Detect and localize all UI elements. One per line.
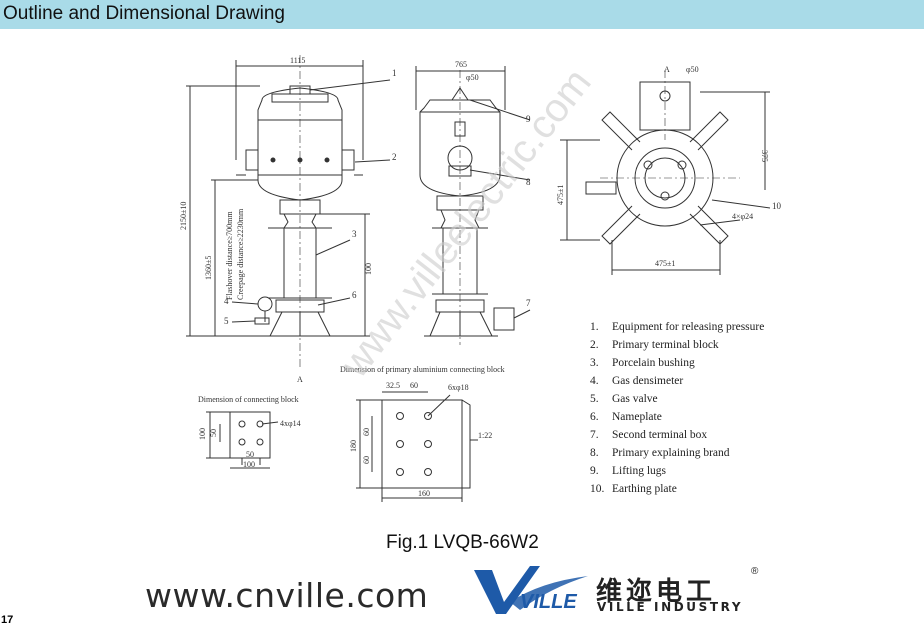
cb-dim-height: 100	[198, 428, 207, 440]
front-dim-bushing: 100	[364, 263, 373, 275]
pb-dim-height: 180	[349, 440, 358, 452]
registered-mark: ®	[751, 566, 759, 577]
callout-9: 9	[526, 114, 531, 124]
front-dim-width: 1115	[290, 56, 305, 65]
legend-item: 10.Earthing plate	[590, 483, 677, 495]
legend-item: 3.Porcelain bushing	[590, 357, 695, 369]
page-title: Outline and Dimensional Drawing	[3, 3, 285, 24]
pb-dim-pitch: 60	[410, 381, 418, 390]
brand-chinese: 维迩电工	[596, 577, 717, 607]
connecting-block-drawing	[206, 411, 279, 469]
front-view	[186, 55, 391, 370]
title-bar: Outline and Dimensional Drawing	[0, 0, 924, 29]
legend-item: 8.Primary explaining brand	[590, 447, 730, 459]
section-a-label: A	[297, 375, 303, 384]
creepage-note: Creepage distance≥2230mm	[236, 208, 245, 300]
legend-item: 5.Gas valve	[590, 393, 658, 405]
cb-dim-pitch-h: 50	[246, 450, 254, 459]
pb-dim-width: 160	[418, 489, 430, 498]
logo-text: VILLE	[520, 591, 577, 613]
top-view	[560, 70, 771, 275]
top-dim-vertical: 475±1	[556, 185, 565, 205]
callout-10: 10	[772, 201, 782, 211]
legend-item: 4.Gas densimeter	[590, 375, 684, 387]
callout-8: 8	[526, 177, 531, 187]
connecting-block-title: Dimension of connecting block	[198, 395, 299, 404]
callout-7: 7	[526, 298, 531, 308]
watermark: www.villeelectric.com	[332, 61, 600, 387]
cb-dim-holes: 4xφ14	[280, 419, 301, 428]
side-dim-lug: φ50	[466, 73, 479, 82]
callout-2: 2	[392, 152, 397, 162]
primary-block-title: Dimension of primary aluminium connectin…	[340, 365, 505, 374]
parts-legend: 1.Equipment for releasing pressure 2.Pri…	[590, 318, 764, 498]
top-dim-horizontal: 475±1	[655, 259, 675, 268]
pb-dim-v2: 60	[362, 456, 371, 464]
top-label-a: A	[664, 65, 670, 74]
legend-item: 9.Lifting lugs	[590, 465, 666, 477]
callout-3: 3	[352, 229, 357, 239]
callout-5: 5	[224, 316, 229, 326]
top-dim-375: 375	[760, 150, 769, 162]
pb-dim-holes: 6xφ18	[448, 383, 469, 392]
cb-dim-width: 100	[243, 460, 255, 469]
flashover-note: Flashover distance≥700mm	[225, 211, 234, 300]
front-dim-lower: 1360±5	[204, 256, 213, 280]
brand-english: VILLE INDUSTRY	[597, 600, 744, 614]
callout-6: 6	[352, 290, 357, 300]
pb-dim-v1: 60	[362, 428, 371, 436]
primary-block-drawing	[356, 391, 478, 502]
website-url: www.cnville.com	[145, 576, 429, 615]
front-dim-height: 2150±10	[179, 202, 188, 230]
side-dim-width: 765	[455, 60, 467, 69]
legend-item: 1.Equipment for releasing pressure	[590, 321, 765, 333]
side-view	[415, 66, 531, 345]
pb-dim-offset: 32.5	[386, 381, 400, 390]
callout-4: 4	[224, 296, 229, 306]
callout-1: 1	[392, 68, 397, 78]
cb-dim-pitch-v: 50	[209, 429, 218, 437]
legend-item: 2.Primary terminal block	[590, 339, 719, 351]
top-dim-phi: φ50	[686, 65, 699, 74]
ville-logo-icon: VILLE	[474, 566, 588, 614]
figure-caption: Fig.1 LVQB-66W2	[386, 532, 539, 553]
pb-dim-ratio: 1:22	[478, 431, 492, 440]
legend-item: 6.Nameplate	[590, 411, 662, 423]
top-dim-holes: 4×φ24	[732, 212, 753, 221]
legend-item: 7.Second terminal box	[590, 429, 708, 441]
page-number: 17	[1, 614, 14, 626]
